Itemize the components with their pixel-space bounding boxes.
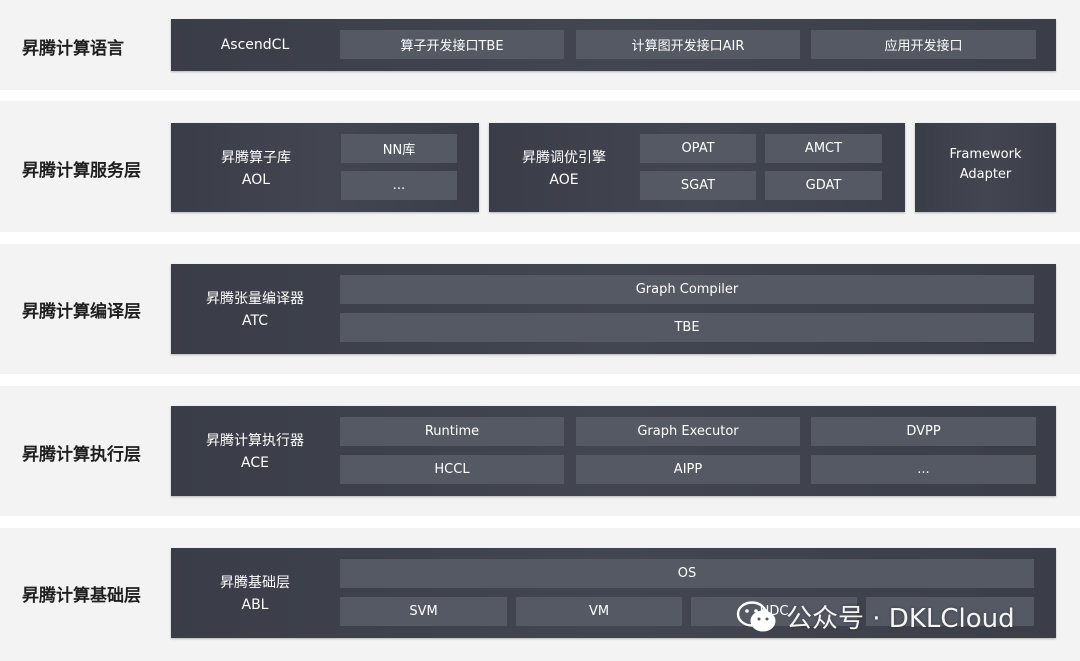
watermark: 公众号 · DKLCloud (736, 598, 1015, 635)
ascendcl-title-line: AscendCL (220, 37, 290, 53)
aoe-title-abbr: AOE (549, 172, 579, 188)
chip-app-interface: 应用开发接口 (811, 30, 1036, 59)
aoe-title: 昇腾调优引擎 AOE (489, 147, 639, 191)
abl-title-abbr: ABL (241, 597, 269, 613)
watermark-text: 公众号 · DKLCloud (786, 604, 1015, 634)
aoe-panel: 昇腾调优引擎 AOE OPAT AMCT SGAT GDAT (489, 123, 905, 212)
aol-title-cn: 昇腾算子库 (221, 150, 291, 166)
aol-title: 昇腾算子库 AOL (171, 147, 341, 191)
ace-title: 昇腾计算执行器 ACE (171, 430, 339, 474)
framework-adapter-line1: Framework (949, 147, 1022, 162)
chip-graph-compiler: Graph Compiler (340, 275, 1034, 304)
chip-svm: SVM (340, 597, 507, 626)
chip-sgat: SGAT (640, 171, 756, 200)
abl-panel: 昇腾基础层 ABL OS SVM VM HDC (171, 548, 1056, 638)
ace-title-abbr: ACE (241, 455, 269, 471)
atc-panel: 昇腾张量编译器 ATC Graph Compiler TBE (171, 264, 1056, 354)
framework-adapter-title: Framework Adapter (915, 145, 1056, 185)
chip-abl-extra (866, 597, 1034, 626)
chip-vm: VM (516, 597, 682, 626)
chip-tbe: TBE (340, 313, 1034, 342)
chip-aol-more: ... (341, 171, 457, 200)
chip-tbe-interface: 算子开发接口TBE (340, 30, 564, 59)
atc-title: 昇腾张量编译器 ATC (171, 288, 339, 332)
chip-hccl: HCCL (340, 455, 564, 484)
framework-adapter-line2: Adapter (959, 167, 1012, 182)
chip-ace-more: ... (811, 455, 1036, 484)
chip-graph-executor: Graph Executor (576, 417, 800, 446)
aoe-title-cn: 昇腾调优引擎 (522, 150, 606, 166)
atc-title-abbr: ATC (242, 313, 268, 329)
layer-label-service: 昇腾计算服务层 (22, 161, 141, 181)
chip-os: OS (340, 559, 1034, 588)
framework-adapter-panel: Framework Adapter (915, 123, 1056, 212)
chip-runtime: Runtime (340, 417, 564, 446)
aol-title-abbr: AOL (241, 172, 271, 188)
wechat-icon (736, 600, 776, 631)
abl-title-cn: 昇腾基础层 (220, 575, 290, 591)
chip-air-interface: 计算图开发接口AIR (576, 30, 800, 59)
layer-label-language: 昇腾计算语言 (22, 39, 124, 59)
atc-title-cn: 昇腾张量编译器 (206, 291, 304, 307)
layer-label-execute: 昇腾计算执行层 (22, 445, 141, 465)
chip-amct: AMCT (765, 134, 882, 163)
chip-gdat: GDAT (765, 171, 882, 200)
ace-panel: 昇腾计算执行器 ACE Runtime Graph Executor DVPP … (171, 406, 1056, 496)
layer-label-base: 昇腾计算基础层 (22, 586, 141, 606)
layer-label-compile: 昇腾计算编译层 (22, 302, 141, 322)
abl-title: 昇腾基础层 ABL (171, 572, 339, 616)
chip-dvpp: DVPP (811, 417, 1036, 446)
ace-title-cn: 昇腾计算执行器 (206, 433, 304, 449)
chip-nn-lib: NN库 (341, 134, 457, 163)
aol-panel: 昇腾算子库 AOL NN库 ... (171, 123, 479, 212)
ascendcl-title: AscendCL (171, 34, 339, 56)
chip-opat: OPAT (640, 134, 756, 163)
chip-aipp: AIPP (576, 455, 800, 484)
ascendcl-panel: AscendCL 算子开发接口TBE 计算图开发接口AIR 应用开发接口 (171, 19, 1056, 71)
